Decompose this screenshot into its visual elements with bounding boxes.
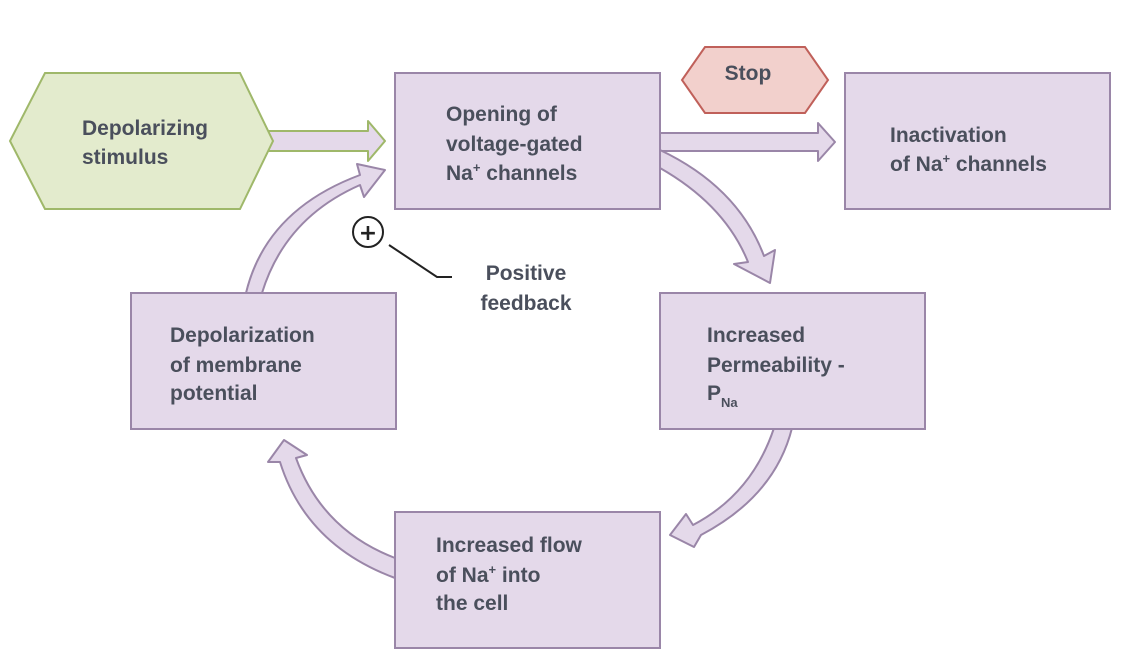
node-inactivation: Inactivation of Na+ channels: [844, 72, 1111, 210]
arrow-opening-to-inactivation: [659, 122, 836, 162]
stimulus-line1: Depolarizing: [82, 117, 208, 140]
permeability-line2: Permeability -: [707, 354, 845, 377]
node-increased-permeability: Increased Permeability - PNa: [659, 292, 926, 430]
node-stop: Stop: [680, 46, 830, 114]
permeability-line3-sub: Na: [721, 395, 738, 410]
feedback-leader-line: [388, 244, 452, 278]
depolarization-line3: potential: [170, 382, 258, 405]
opening-line2: voltage-gated: [446, 133, 583, 156]
flow-line1: Increased flow: [436, 534, 583, 557]
inactivation-line2-rest: channels: [950, 153, 1047, 176]
depolarization-line1: Depolarization: [170, 324, 315, 347]
opening-line1: Opening of: [446, 103, 558, 126]
flow-line3: the cell: [436, 592, 508, 615]
opening-line3-sup: +: [473, 160, 481, 175]
arrow-depolarization-to-opening: [245, 163, 386, 294]
permeability-line3-base: P: [707, 382, 721, 405]
arrow-permeability-to-flow: [669, 427, 793, 548]
permeability-line1: Increased: [707, 324, 805, 347]
arrow-opening-to-permeability: [659, 149, 776, 284]
positive-feedback-annotation: + Positive feedback: [352, 216, 572, 315]
node-depolarization: Depolarization of membrane potential: [130, 292, 397, 430]
feedback-line1: Positive: [486, 262, 567, 285]
stimulus-line2: stimulus: [82, 146, 168, 169]
stop-label: Stop: [725, 62, 772, 85]
opening-line3-rest: channels: [480, 162, 577, 185]
arrow-flow-to-depolarization: [267, 439, 396, 579]
inactivation-line2: of Na+ channels: [890, 151, 1047, 176]
arrow-stimulus-to-opening: [261, 120, 386, 162]
depolarization-line2: of membrane: [170, 354, 302, 377]
inactivation-line2-pre: of Na: [890, 153, 943, 176]
flow-line2-sup: +: [489, 562, 497, 577]
flow-line2-pre: of Na: [436, 564, 489, 587]
permeability-line3: PNa: [707, 382, 738, 410]
plus-symbol: +: [359, 221, 377, 246]
inactivation-line1: Inactivation: [890, 124, 1007, 147]
plus-circle-icon: [352, 216, 384, 248]
inactivation-line2-sup: +: [943, 151, 951, 166]
opening-line3: Na+ channels: [446, 160, 577, 185]
node-increased-flow: Increased flow of Na+ into the cell: [394, 511, 661, 649]
flow-line2-rest: into: [496, 564, 540, 587]
node-opening-na-channels: Opening of voltage-gated Na+ channels: [394, 72, 661, 210]
node-depolarizing-stimulus: Depolarizing stimulus: [8, 72, 275, 210]
opening-line3-base: Na: [446, 162, 473, 185]
flow-line2: of Na+ into: [436, 562, 540, 587]
feedback-line2: feedback: [480, 292, 571, 315]
